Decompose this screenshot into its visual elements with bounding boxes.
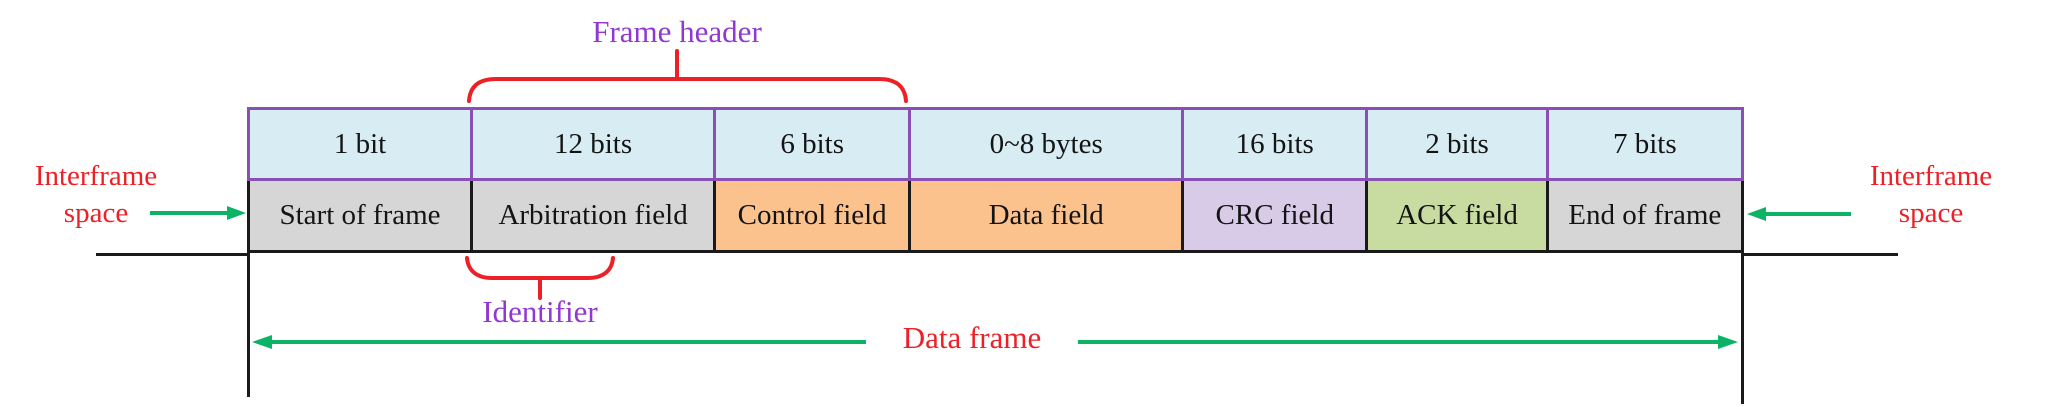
interframe-left-line2: space <box>63 197 129 229</box>
bits-cell-3: 6 bits <box>713 110 909 178</box>
interframe-arrowhead-right <box>1747 207 1766 221</box>
interframe-left-line1: Interframe <box>34 160 158 192</box>
bits-cell-5: 16 bits <box>1181 110 1366 178</box>
bits-cell-7: 7 bits <box>1545 110 1741 178</box>
bits-cell-6: 2 bits <box>1365 110 1546 178</box>
field-cell-1: Start of frame <box>250 181 471 250</box>
field-cell-7: End of frame <box>1545 181 1741 250</box>
frame-header-label: Frame header <box>592 14 762 49</box>
bits-cell-4: 0~8 bytes <box>908 110 1182 178</box>
interframe-space-label-left: Interframe space <box>14 158 178 232</box>
interframe-right-line1: Interframe <box>1869 160 1993 192</box>
interframe-space-label-right: Interframe space <box>1849 158 2013 232</box>
data-frame-arrowhead-left <box>252 335 272 349</box>
identifier-brace <box>465 256 615 280</box>
data-frame-label: Data frame <box>902 320 1042 355</box>
field-cell-4: Data field <box>908 181 1182 250</box>
interframe-arrowhead-left <box>227 206 246 220</box>
frame-header-brace <box>467 77 908 103</box>
bits-cell-1: 1 bit <box>250 110 471 178</box>
interframe-right-line2: space <box>1898 197 1964 229</box>
field-cell-5: CRC field <box>1181 181 1366 250</box>
identifier-label: Identifier <box>482 294 598 329</box>
field-cell-3: Control field <box>713 181 909 250</box>
data-frame-arrowhead-right <box>1718 335 1738 349</box>
field-cell-2: Arbitration field <box>470 181 714 250</box>
field-cell-6: ACK field <box>1365 181 1546 250</box>
bits-cell-2: 12 bits <box>470 110 714 178</box>
